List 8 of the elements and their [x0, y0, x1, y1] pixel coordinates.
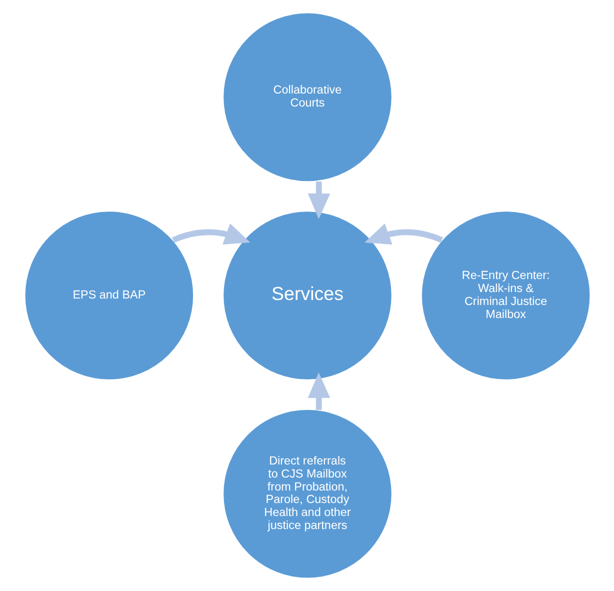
arrow — [307, 372, 330, 410]
node-circle: Direct referrals to CJS Mailbox from Probation, Parole, Custody Health and other justice partners — [222, 408, 392, 579]
arrow — [171, 223, 250, 244]
arrow — [364, 224, 442, 244]
node-circle: Collaborative Courts — [222, 12, 392, 182]
arrow — [307, 181, 330, 220]
node-circle: Re-Entry Center: Walk-ins & Criminal Justice Mailbox — [420, 210, 590, 381]
node-circle: EPS and BAP — [24, 210, 194, 381]
